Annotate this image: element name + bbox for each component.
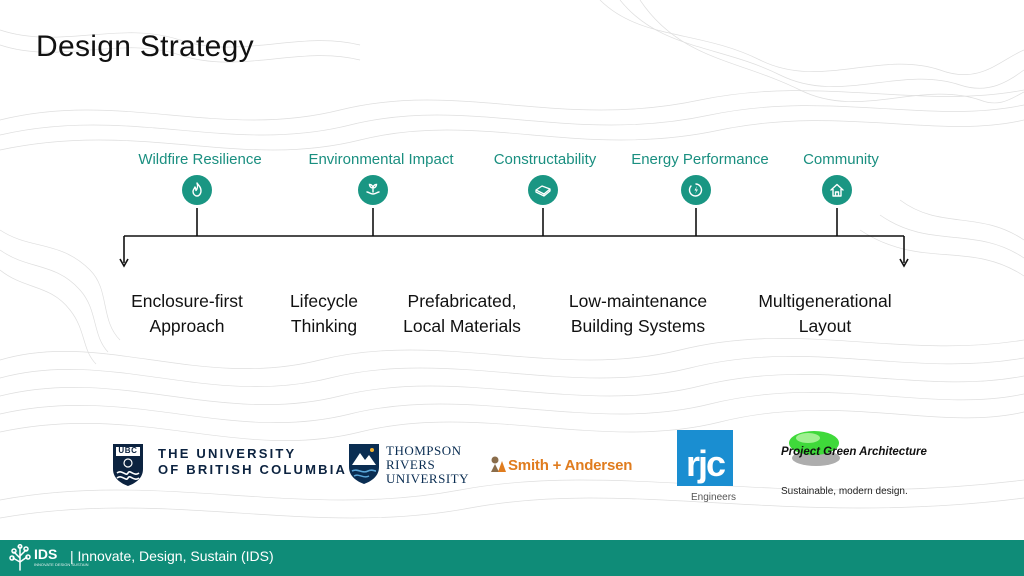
category-label-environmental-impact: Environmental Impact (308, 151, 454, 168)
strategy-lifecycle-thinking: Lifecycle Thinking (289, 291, 359, 336)
tru-line-1: THOMPSON (386, 443, 462, 458)
footer-bar (0, 540, 1024, 576)
smith-andersen-logo-text: Smith + Andersen (508, 457, 633, 474)
footer-text: | Innovate, Design, Sustain (IDS) (70, 548, 274, 564)
strategy-low-maintenance: Low-maintenance Building Systems (568, 291, 708, 336)
pga-logo-title: Project Green Architecture (781, 446, 927, 458)
tru-line-3: UNIVERSITY (386, 471, 469, 486)
ids-logo-text: IDS (34, 546, 58, 562)
topographic-background (0, 0, 1024, 519)
ubc-line-2: OF BRITISH COLUMBIA (158, 462, 348, 477)
tru-line-2: RIVERS (386, 457, 436, 472)
pga-logo-subtitle: Sustainable, modern design. (781, 486, 908, 497)
strategy-multigenerational-layout: Multigenerational Layout (758, 291, 892, 336)
strategy-enclosure-first: Enclosure-first Approach (131, 291, 243, 336)
slide-title: Design Strategy (36, 30, 254, 63)
fire-icon (182, 175, 212, 205)
rjc-logo-text: rjc (685, 443, 726, 484)
rjc-logo: rjc (677, 430, 733, 486)
ids-logo: IDS INNOVATE DESIGN SUSTAIN (8, 544, 88, 572)
house-icon (822, 175, 852, 205)
ubc-crest-icon (113, 444, 143, 486)
energy-bolt-icon (681, 175, 711, 205)
ids-logo-subtext: INNOVATE DESIGN SUSTAIN (34, 562, 89, 567)
category-label-constructability: Constructability (493, 151, 597, 168)
ubc-crest-text: UBC (118, 446, 138, 455)
category-label-community: Community (803, 151, 879, 168)
plant-hand-icon (358, 175, 388, 205)
category-label-wildfire-resilience: Wildfire Resilience (138, 151, 262, 168)
strategy-prefabricated-materials: Prefabricated, Local Materials (403, 291, 521, 336)
category-label-energy-performance: Energy Performance (631, 151, 769, 168)
tru-crest-icon (349, 444, 379, 484)
pga-leaf-icon (789, 431, 840, 466)
prefab-box-icon (528, 175, 558, 205)
smith-andersen-mark-icon (491, 456, 506, 472)
ids-tree-icon (9, 544, 31, 571)
ubc-line-1: THE UNIVERSITY (158, 446, 297, 461)
rjc-engineers-text: Engineers (691, 492, 737, 503)
